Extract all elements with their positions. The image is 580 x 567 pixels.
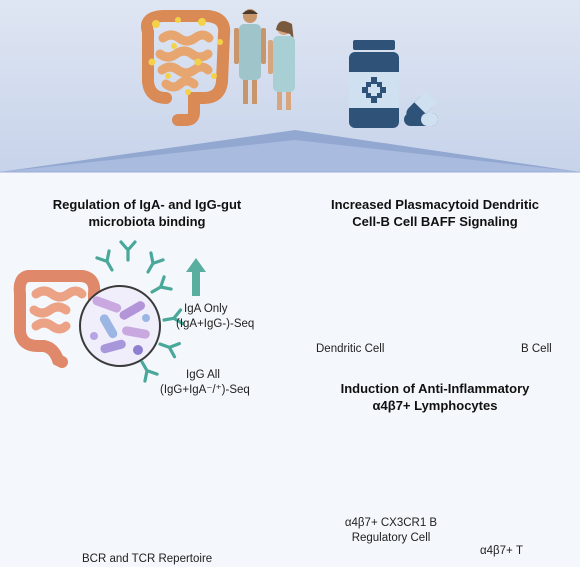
t-cell-label: α4β7+ T (480, 545, 523, 557)
medicine-bottle-icon (349, 40, 399, 128)
intestine-illustration (141, 10, 231, 126)
iga-up-arrow (186, 258, 206, 296)
iga-seq-label: (IgA+IgG-)-Seq (176, 318, 255, 330)
b-cell-label: B Cell (521, 343, 552, 355)
pill-icon (404, 91, 438, 126)
right-bottom-title-line2: α4β7+ Lymphocytes (372, 398, 498, 413)
intestine-illustration-left (13, 270, 101, 368)
breg-label-line1: α4β7+ CX3CR1 B (344, 517, 438, 529)
left-panel-title-line2: microbiota binding (88, 214, 206, 229)
right-bottom-title-line1: Induction of Anti-Inflammatory (340, 381, 530, 396)
patients-illustration (234, 9, 295, 110)
left-panel-title-line1: Regulation of IgA- and IgG-gut (52, 197, 242, 212)
iga-only-label: IgA Only (184, 303, 228, 315)
breg-label-line2: Regulatory Cell (351, 532, 431, 544)
dendritic-cell-label: Dendritic Cell (316, 343, 385, 355)
igg-seq-label: (IgG+IgA⁻/⁺)-Seq (160, 384, 250, 396)
igg-all-label: IgG All (186, 369, 220, 381)
microbiota-zoom-lens (79, 285, 161, 367)
right-top-title-line2: Cell-B Cell BAFF Signaling (352, 214, 518, 229)
right-top-title-line1: Increased Plasmacytoid Dendritic (330, 197, 540, 212)
